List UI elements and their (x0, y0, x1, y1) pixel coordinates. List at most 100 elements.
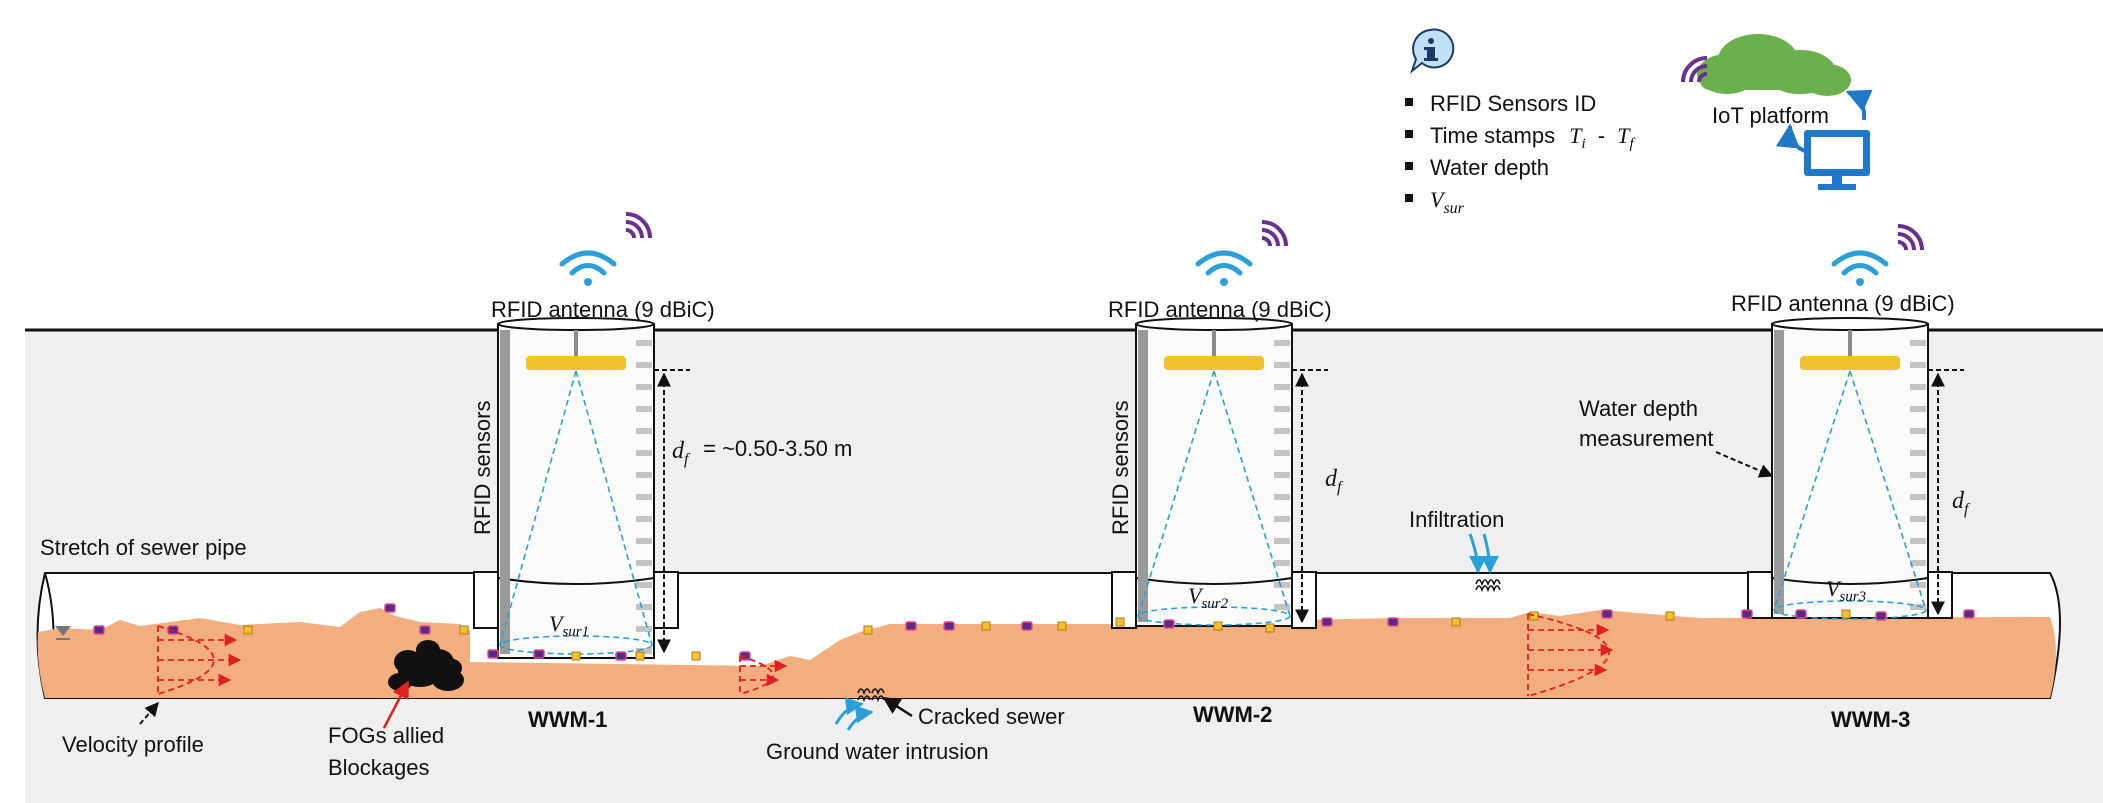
scale-tick (1910, 604, 1926, 610)
infiltration-arrows (1468, 533, 1499, 574)
rfid-tag (243, 625, 253, 635)
vsur-label-3: Vsur3 (1826, 576, 1866, 605)
rfid-tag (1057, 621, 1067, 631)
velocity-profile-label: Velocity profile (62, 732, 204, 757)
rfid-signal-icon (1897, 224, 1924, 251)
antenna-reader-1 (526, 330, 626, 370)
scale-tick (636, 362, 652, 368)
scale-tick (1274, 604, 1290, 610)
velocity-profile-3 (1527, 613, 1614, 697)
crack-leader (882, 696, 913, 718)
antenna-label-3: RFID antenna (9 dBiC) (1731, 291, 1955, 316)
rfid-tag (1529, 611, 1539, 621)
scale-tick (636, 450, 652, 456)
fogs-label-line2: Blockages (328, 755, 430, 780)
rfid-tag (1213, 621, 1223, 631)
wifi-icon (1831, 250, 1889, 286)
scale-tick (636, 538, 652, 544)
rfid-tag (1163, 619, 1175, 629)
depth-label-3: df (1952, 488, 1971, 518)
rfid-signal-icon (1261, 220, 1288, 247)
radar-beam-1 (499, 370, 653, 655)
depth-scale-2 (1274, 340, 1290, 610)
groundwater-arrows (834, 697, 874, 731)
water-level-icon (55, 626, 71, 636)
rfid-tag (93, 625, 105, 635)
rfid-tag (1021, 621, 1033, 631)
antenna-reader-2 (1164, 330, 1264, 370)
rfid-tag (1265, 623, 1275, 633)
scale-tick (1274, 406, 1290, 412)
fogs-label-line1: FOGs allied (328, 723, 444, 748)
scale-tick (636, 648, 652, 654)
depth-scale-3 (1910, 340, 1926, 610)
depth-scale-1 (636, 340, 652, 654)
scale-tick (636, 604, 652, 610)
depth-arrow-1 (654, 369, 690, 654)
rfid-tag (1841, 609, 1851, 619)
rfid-tag (1795, 609, 1807, 619)
scale-tick (1910, 406, 1926, 412)
depth-arrow-3 (1928, 369, 1964, 616)
bullet-vsur: Vsur (1430, 187, 1465, 217)
cracked-sewer-label: Cracked sewer (918, 704, 1065, 729)
rfid-tag (1115, 617, 1125, 627)
rfid-tag (384, 603, 396, 613)
rfid-tag (1875, 611, 1887, 621)
info-icon (1409, 28, 1455, 74)
rfid-tag (905, 621, 917, 631)
manhole-name-3: WWM-3 (1831, 707, 1910, 732)
rfid-tag (635, 651, 645, 661)
wifi-icon (559, 250, 617, 286)
scale-tick (1274, 560, 1290, 566)
water-depth-label-line1: Water depth (1579, 396, 1698, 421)
rfid-tag (1451, 617, 1461, 627)
monitor-icon (1804, 130, 1870, 190)
manhole-name-2: WWM-2 (1193, 702, 1272, 727)
rfid-tag (1741, 609, 1753, 619)
rfid-tag (1963, 609, 1975, 619)
velocity-profile-1 (157, 625, 242, 695)
rfid-tag (1665, 611, 1675, 621)
rfid-sensors-label-2: RFID sensors (1108, 401, 1133, 535)
rfid-tag (1387, 617, 1399, 627)
rfid-tag (863, 625, 873, 635)
radar-beam-2 (1137, 370, 1291, 626)
scale-tick (1274, 384, 1290, 390)
antenna-reader-3 (1800, 330, 1900, 370)
infiltration-label: Infiltration (1409, 507, 1504, 532)
wifi-icon (1195, 250, 1253, 286)
fog-leader (382, 680, 410, 729)
scale-tick (636, 406, 652, 412)
scale-tick (1910, 362, 1926, 368)
scale-tick (1274, 516, 1290, 522)
scale-tick (1274, 340, 1290, 346)
ground-band (25, 331, 2103, 803)
scale-tick (636, 626, 652, 632)
cloud-icon (1697, 34, 1851, 96)
bullet-time-stamps: Time stamps Ti - Tf (1430, 123, 1635, 153)
rfid-tag (487, 649, 499, 659)
scale-tick (1274, 538, 1290, 544)
rfid-tag (1601, 609, 1613, 619)
scale-tick (1274, 428, 1290, 434)
depth-label-1: df = ~0.50-3.50 m (672, 436, 852, 470)
scale-tick (636, 340, 652, 346)
stretch-label: Stretch of sewer pipe (40, 535, 247, 560)
scale-tick (1910, 472, 1926, 478)
scale-tick (636, 472, 652, 478)
rfid-sensor-strip-3 (1774, 330, 1784, 614)
scale-tick (1274, 450, 1290, 456)
depth-label-2: df (1325, 466, 1344, 496)
ground-water-label: Ground water intrusion (766, 739, 989, 764)
scale-tick (1274, 494, 1290, 500)
scale-tick (1910, 450, 1926, 456)
scale-tick (1910, 538, 1926, 544)
crack-marks (857, 579, 1501, 703)
water-depth-leader (1715, 451, 1774, 478)
rfid-tag (943, 621, 955, 631)
manhole-shaft-1 (473, 317, 679, 659)
bullet-water-depth: Water depth (1430, 155, 1549, 180)
scale-tick (1910, 494, 1926, 500)
